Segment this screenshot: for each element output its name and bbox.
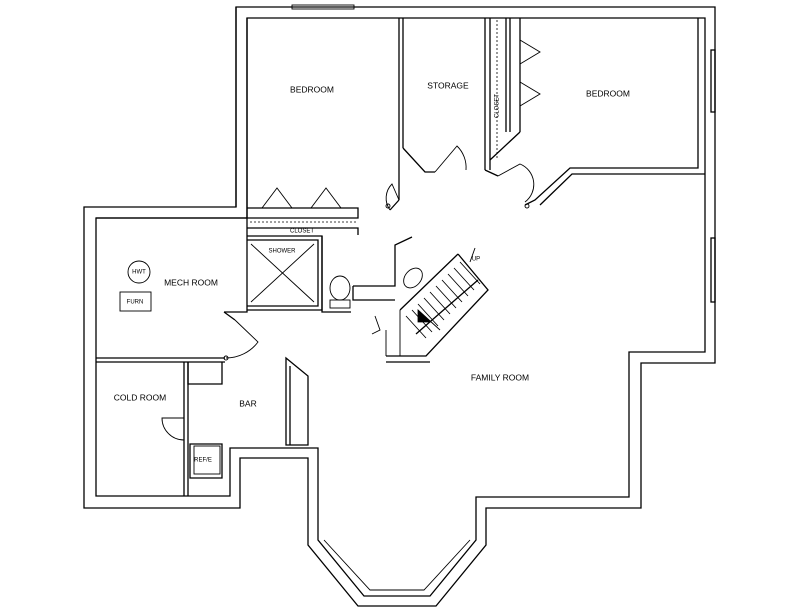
storage-label: STORAGE [427,80,469,90]
bedroom-left-label: BEDROOM [290,84,334,94]
doors [161,39,541,441]
hwt-label: HWT [132,270,146,276]
mech-room-label: MECH ROOM [164,277,218,287]
shower-label: SHOWER [269,249,297,255]
shower-x [250,243,315,303]
window-right-upper [710,49,716,113]
refrigerator-label: REF/E [194,458,212,464]
bar-label: BAR [239,398,256,408]
bay-window [323,539,471,591]
exterior-wall-outer [83,6,716,607]
closet-vertical-label: CLOSET [495,94,501,118]
hwt-tank [127,260,151,284]
furnace [119,291,152,312]
closet-horizontal-label: CLOSET [290,229,314,235]
cold-room-label: COLD ROOM [114,392,166,402]
bedroom-right-label: BEDROOM [586,88,630,98]
sink [403,267,423,289]
up-label: UP [472,257,480,263]
interior-walls [96,18,705,496]
window-right-lower [710,237,716,303]
stairs [385,247,489,363]
exterior-wall-inner [95,7,706,597]
refrigerator [193,445,221,475]
family-room-label: FAMILY ROOM [471,372,529,382]
furn-label: FURN [127,300,144,306]
window-top [291,4,355,10]
toilet [329,275,351,309]
